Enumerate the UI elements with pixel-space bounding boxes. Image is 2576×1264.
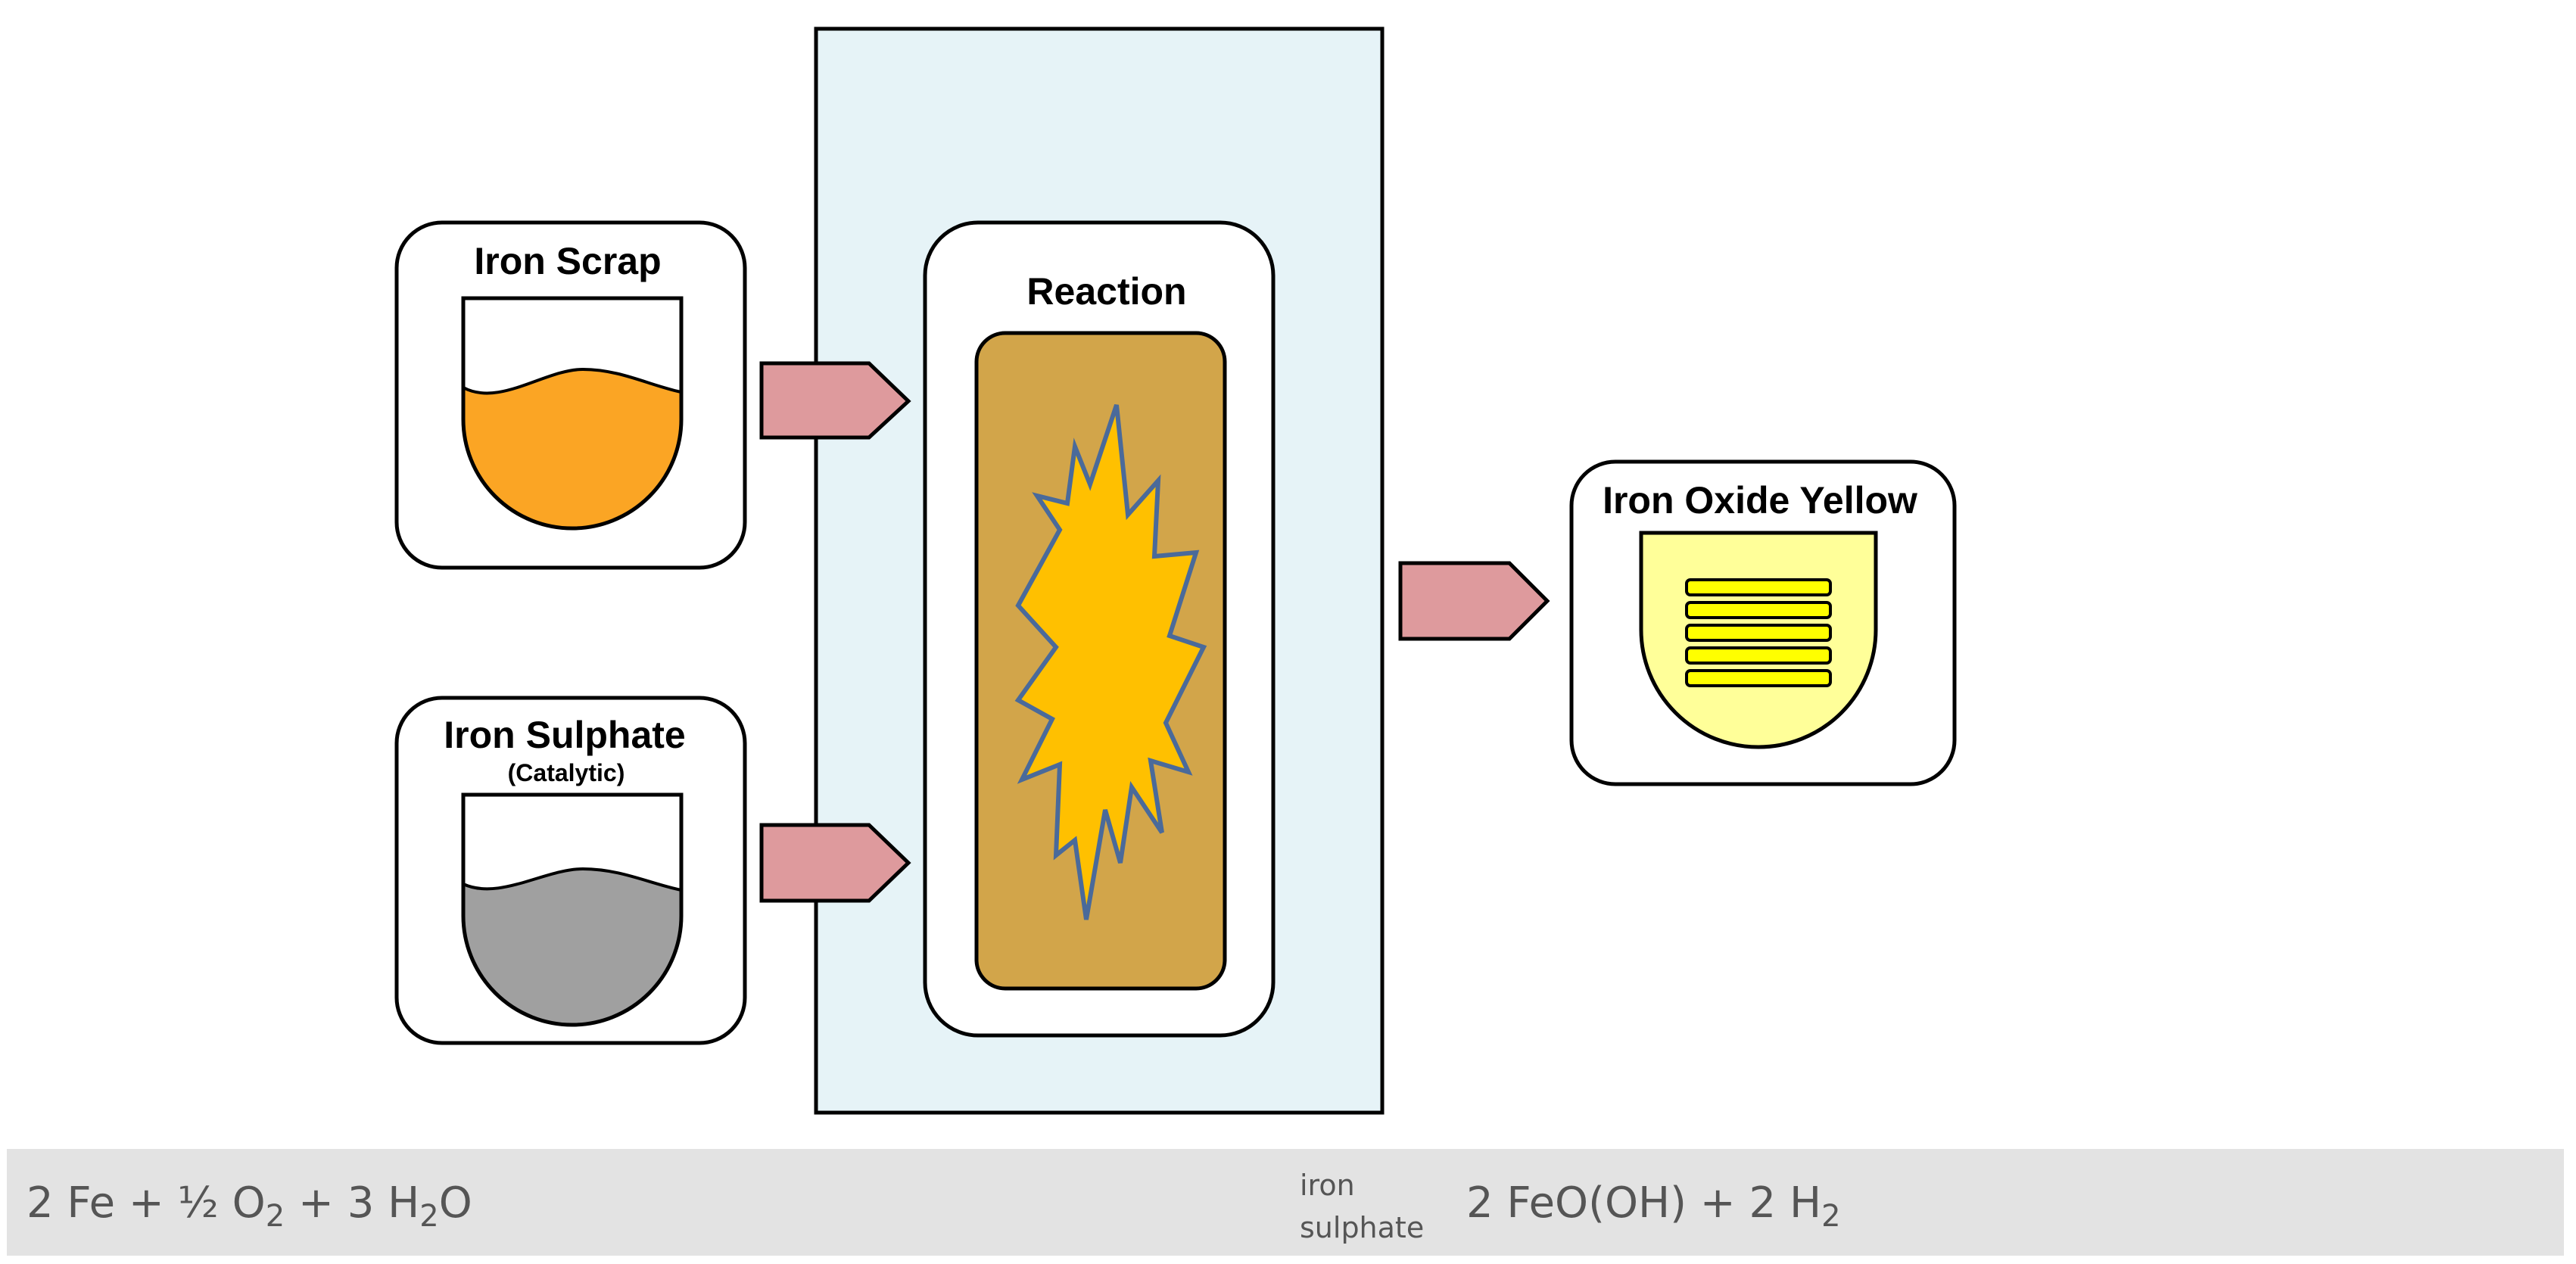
iron-scrap-label: Iron Scrap <box>474 240 661 282</box>
catalyst-line-1: iron <box>1300 1169 1355 1202</box>
reactants-subscript-2: 2 <box>419 1199 439 1234</box>
reaction-burst <box>1014 404 1207 920</box>
reactants-part-1: 2 Fe + ½ O <box>26 1178 266 1228</box>
iron-oxide-yellow-label: Iron Oxide Yellow <box>1603 479 1917 521</box>
products-part-1: 2 FeO(OH) + 2 H <box>1466 1178 1822 1228</box>
arrow-iron-sulphate <box>759 823 911 903</box>
iron-sulphate-label: Iron Sulphate <box>444 714 685 756</box>
equation-products: 2 FeO(OH) + 2 H2 <box>1466 1182 1841 1234</box>
arrow-iron-scrap <box>759 361 911 440</box>
iron-scrap-liquid <box>463 369 681 528</box>
iron-scrap-box: Iron Scrap <box>394 220 747 570</box>
catalyst-line-2: sulphate <box>1300 1211 1425 1244</box>
iron-scrap-beaker <box>461 296 684 531</box>
reaction-label: Reaction <box>1026 270 1186 313</box>
iron-sulphate-beaker <box>461 792 684 1027</box>
iron-oxide-yellow-box: Iron Oxide Yellow <box>1569 459 1957 786</box>
reactants-subscript-1: 2 <box>265 1199 285 1234</box>
reactants-part-3: O <box>438 1178 472 1228</box>
reactants-part-2: + 3 H <box>285 1178 420 1228</box>
equation-bar: 2 Fe + ½ O2 + 3 H2O iron sulphate 2 FeO(… <box>7 1149 2564 1256</box>
equation-reactants: 2 Fe + ½ O2 + 3 H2O <box>26 1182 472 1234</box>
iron-sulphate-liquid <box>463 869 681 1025</box>
products-subscript-1: 2 <box>1821 1199 1841 1234</box>
reaction-box: Reaction <box>923 220 1276 1038</box>
iron-sulphate-box: Iron Sulphate (Catalytic) <box>394 696 747 1045</box>
pigment-stack-icon <box>1685 578 1832 687</box>
iron-sulphate-sublabel: (Catalytic) <box>508 759 625 786</box>
process-diagram: Iron Scrap Iron Sulphate (Catalytic) Rea… <box>394 26 1957 1115</box>
arrow-output <box>1398 561 1550 641</box>
equation-catalyst: iron sulphate <box>1300 1164 1424 1249</box>
